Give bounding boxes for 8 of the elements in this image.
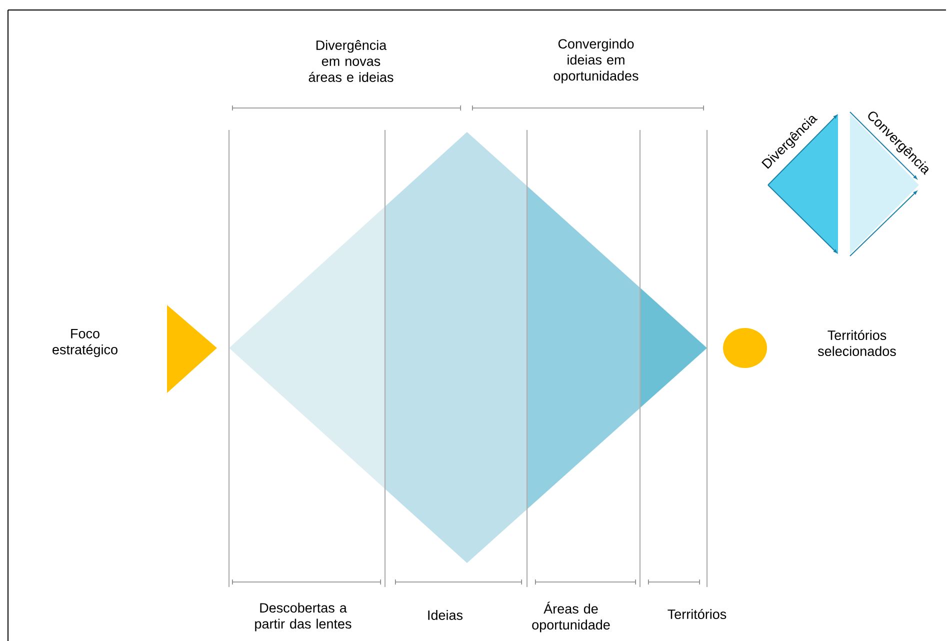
stage-label: Ideias: [428, 610, 463, 620]
end-label: Territórios selecionados: [818, 330, 896, 356]
stage-label: Territórios: [668, 608, 726, 620]
stage-heading: Divergência em novas áreas e ideias: [308, 40, 394, 82]
start-label: Foco estratégico: [52, 328, 118, 358]
stage-heading: Convergindo ideias em oportunidades: [554, 38, 638, 84]
stage-label: Áreas de oportunidade: [532, 602, 610, 632]
stage-label: Descobertas a partir das lentes: [255, 602, 352, 632]
